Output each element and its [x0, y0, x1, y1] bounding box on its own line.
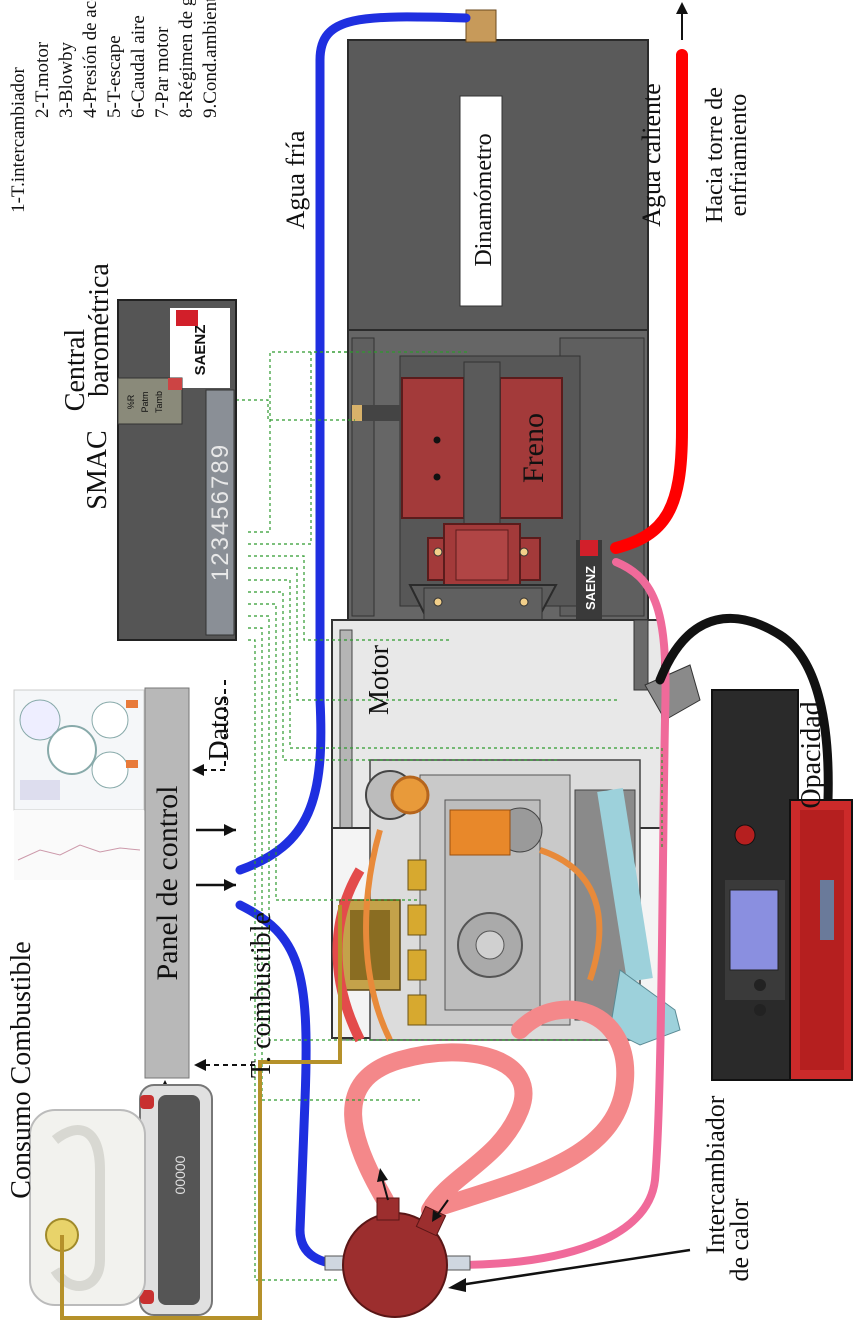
legend-item-7: 7-Par motor — [152, 26, 173, 118]
barometric-central: %R Patm Tamb Central barométrica — [60, 263, 183, 425]
cooling-tower-label-2: enfriamiento — [726, 94, 752, 217]
signal-lines — [182, 351, 663, 1281]
hot-water-line — [610, 49, 688, 554]
fuel-scale: 00000 — [139, 1084, 213, 1316]
smac-label: SMAC — [82, 430, 113, 509]
legend-item-2: 2-T.motor — [32, 41, 53, 118]
fuel-tank — [29, 1109, 146, 1306]
fuel-temp-label: T. combustible — [246, 912, 277, 1078]
fuel-consumption-label: Consumo Combustible — [6, 941, 37, 1198]
heat-exchanger — [324, 1168, 471, 1318]
smac-unit: SAENZ 123456789 SMAC — [82, 299, 237, 641]
central-label-2: barométrica — [84, 263, 115, 397]
cold-water-line-return — [235, 900, 355, 1270]
panel-label: Panel de control — [151, 786, 184, 981]
brake: Freno — [401, 361, 563, 533]
brake-label: Freno — [517, 413, 550, 483]
coupling — [427, 523, 541, 587]
dynamometer-label: Dinamómetro — [471, 133, 497, 266]
legend-item-3: 3-Blowby — [56, 42, 77, 119]
hot-water-arrow — [676, 2, 688, 40]
legend-item-6: 6-Caudal aire — [128, 15, 149, 118]
legend-item-4: 4-Presión de aceite — [80, 0, 101, 118]
control-panel: Panel de control — [144, 680, 255, 1140]
hot-water-label: Agua caliente — [637, 83, 666, 227]
smac-channels: 123456789 — [207, 443, 234, 581]
legend-item-5: 5-T-escape — [104, 35, 125, 118]
engine — [332, 664, 701, 1046]
fuel-line — [60, 905, 342, 1320]
legend-item-1: 1-T.intercambiador — [8, 66, 29, 212]
central-label-1: Central — [60, 329, 91, 412]
saenz-logo: SAENZ — [576, 540, 602, 620]
motor-label: Motor — [364, 644, 395, 715]
legend-item-9: 9.Cond.ambientales — [200, 0, 221, 118]
opacity-probe-line — [655, 614, 833, 805]
opacity-meter — [711, 689, 853, 1081]
svg-text:00000: 00000 — [172, 1155, 188, 1194]
exchanger-pointer — [448, 1248, 691, 1292]
cooling-tower-label-1: Hacia torre de — [702, 87, 728, 223]
smac-brand: SAENZ — [192, 325, 209, 376]
legend-item-8: 8-Régimen de giro — [176, 0, 197, 118]
dashboard-screen — [13, 689, 145, 880]
datos-label: Datos — [204, 695, 235, 760]
coolant-loop — [344, 1000, 635, 1219]
opacity-label: Opacidad — [796, 701, 827, 808]
return-water-line — [451, 558, 670, 1269]
svg-text:Tamb: Tamb — [154, 391, 164, 413]
heat-exchanger-label-1: Intercambiador — [701, 1095, 730, 1254]
cold-water-label: Agua fría — [281, 130, 310, 229]
dynamometer: Dinamómetro — [347, 9, 649, 357]
svg-text:%R: %R — [126, 394, 136, 409]
heat-exchanger-label-2: de calor — [725, 1198, 754, 1281]
legend: 1-T.intercambiador 2-T.motor 3-Blowby 4-… — [8, 0, 221, 213]
svg-text:SAENZ: SAENZ — [583, 566, 598, 610]
svg-text:Patm: Patm — [140, 391, 150, 412]
